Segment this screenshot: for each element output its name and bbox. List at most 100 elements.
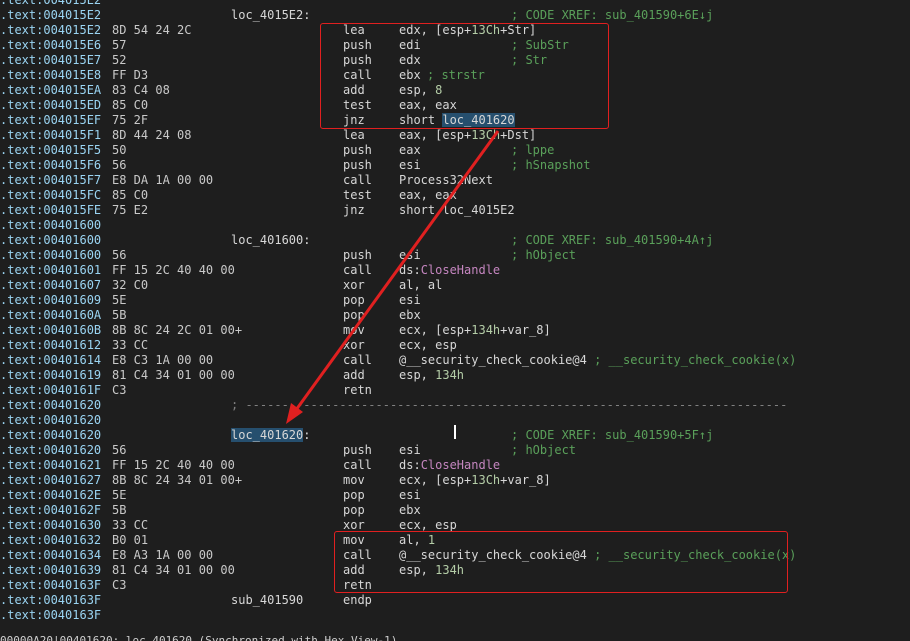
instruction-mnemonic: pop (343, 293, 365, 307)
instruction-mnemonic: xor (343, 338, 365, 352)
line-address: .text:00401620 (0, 398, 102, 412)
line-address: .text:00401620 (0, 413, 102, 427)
line-address: .text:004015E7 (0, 53, 102, 67)
code-label[interactable]: loc_4015E2: (231, 8, 311, 22)
instruction-operands: edx, [esp+13Ch+Str] (399, 23, 537, 37)
instruction-mnemonic: lea (343, 128, 365, 142)
line-address: .text:00401639 (0, 563, 102, 577)
line-bytes: 5B (112, 308, 127, 322)
listing-line[interactable]: .text:00401620; ------------------------… (0, 398, 910, 413)
instruction-mnemonic: endp (343, 593, 372, 607)
instruction-operands: ecx, esp (399, 338, 457, 352)
line-comment: ; strstr (427, 68, 485, 82)
instruction-operands: ds:CloseHandle (399, 263, 501, 277)
instruction-mnemonic: push (343, 443, 372, 457)
listing-line[interactable]: .text:0040163F (0, 608, 910, 623)
line-bytes: 75 2F (112, 113, 149, 127)
line-address: .text:004015E6 (0, 38, 102, 52)
line-comment: ; hObject (511, 443, 577, 457)
line-address: .text:0040160B (0, 323, 102, 337)
listing-line[interactable]: .text:00401601 FF 15 2C 40 40 00 call ds:Cl… (0, 263, 910, 278)
instruction-mnemonic: lea (343, 23, 365, 37)
instruction-operands: esi (399, 488, 421, 502)
instruction-operands: edi (399, 38, 421, 52)
line-address: .text:00401600 (0, 218, 102, 232)
code-label[interactable]: loc_401600: (231, 233, 311, 247)
listing-line[interactable]: .text:004015E2 (0, 0, 910, 8)
instruction-operands: short loc_401620 (399, 113, 515, 127)
instruction-mnemonic: call (343, 263, 372, 277)
line-address: .text:004015E8 (0, 68, 102, 82)
instruction-operands: ds:CloseHandle (399, 458, 501, 472)
line-address: .text:00401634 (0, 548, 102, 562)
line-bytes: 57 (112, 38, 127, 52)
line-address: .text:004015F6 (0, 158, 102, 172)
line-bytes: 56 (112, 443, 127, 457)
instruction-operands: eax, eax (399, 98, 457, 112)
line-address: .text:0040162F (0, 503, 102, 517)
instruction-operands: ecx, esp (399, 518, 457, 532)
instruction-mnemonic: pop (343, 503, 365, 517)
line-bytes: 52 (112, 53, 127, 67)
instruction-mnemonic: push (343, 53, 372, 67)
line-comment: ; lppe (511, 143, 555, 157)
instruction-mnemonic: push (343, 158, 372, 172)
listing-line[interactable]: .text:00401600 (0, 218, 910, 233)
line-comment: ; hObject (511, 248, 577, 262)
instruction-mnemonic: jnz (343, 113, 365, 127)
line-bytes: 5E (112, 293, 127, 307)
line-address: .text:00401601 (0, 263, 102, 277)
instruction-mnemonic: push (343, 143, 372, 157)
line-comment: ; hSnapshot (511, 158, 591, 172)
line-bytes: FF 15 2C 40 40 00 (112, 263, 235, 277)
instruction-mnemonic: xor (343, 278, 365, 292)
line-address: .text:00401630 (0, 518, 102, 532)
line-address: .text:0040160A (0, 308, 102, 322)
code-label[interactable]: sub_401590 (231, 593, 304, 607)
line-bytes: C3 (112, 578, 127, 592)
instruction-mnemonic: add (343, 368, 365, 382)
instruction-mnemonic: test (343, 98, 372, 112)
code-label[interactable]: loc_401620: (231, 428, 311, 442)
line-address: .text:004015E2 (0, 8, 102, 22)
listing-line[interactable]: .text:00401620 (0, 413, 910, 428)
instruction-mnemonic: add (343, 563, 365, 577)
instruction-mnemonic: mov (343, 323, 365, 337)
